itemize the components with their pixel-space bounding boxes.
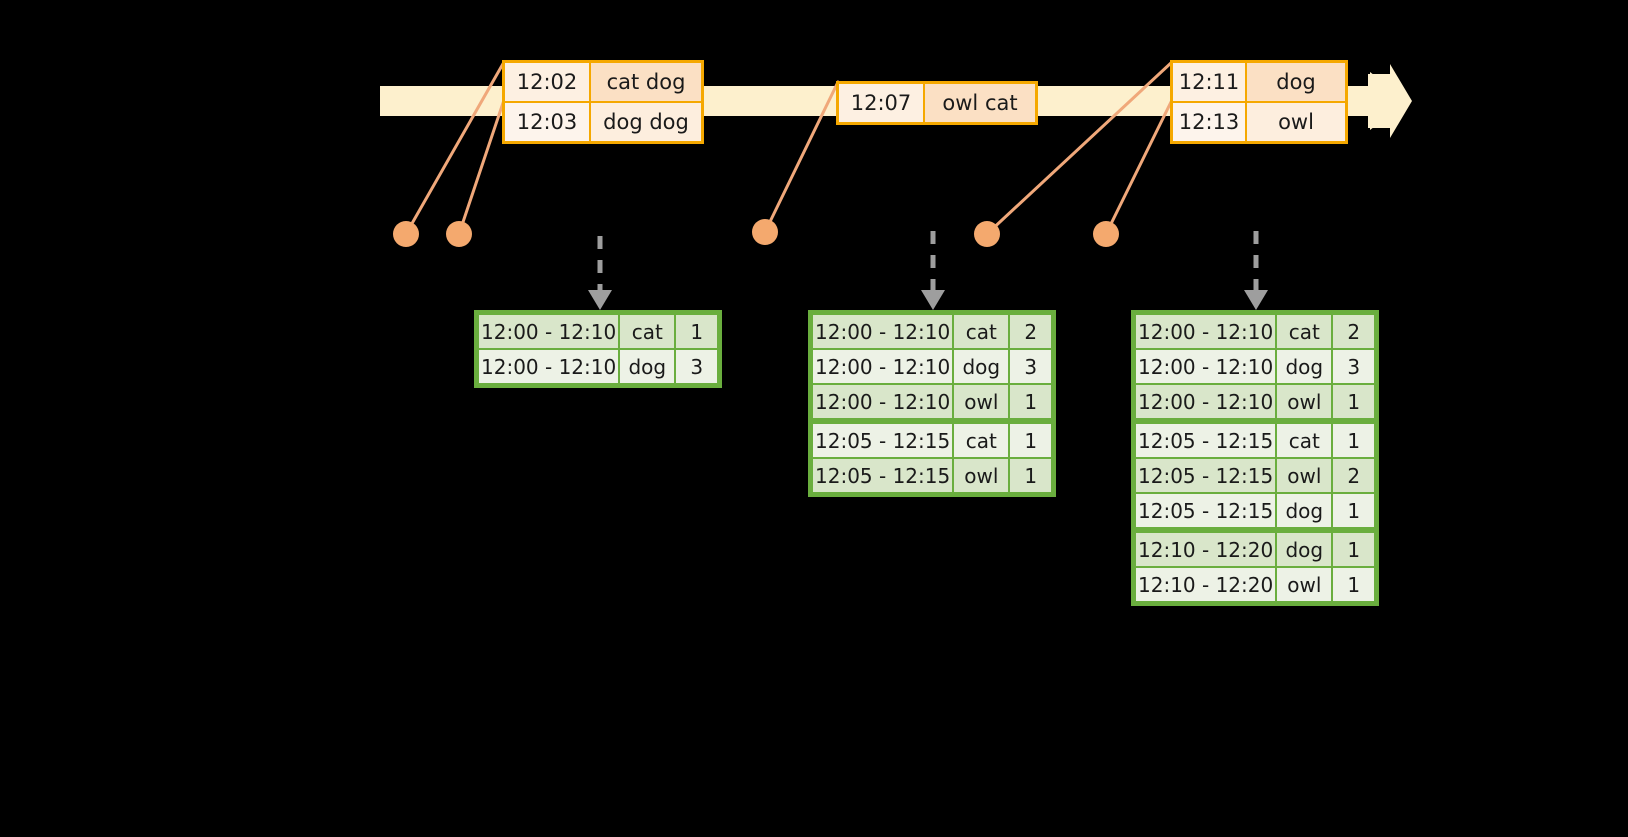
cell-word: owl bbox=[1276, 458, 1333, 493]
cell-word: dog bbox=[953, 349, 1010, 384]
emit-arrowhead-icon-3 bbox=[1244, 290, 1268, 310]
cell-word: cat bbox=[1276, 314, 1333, 349]
event-box-group-1: 12:02 cat dog 12:03 dog dog bbox=[502, 60, 704, 144]
cell-window: 12:00 - 12:10 bbox=[812, 349, 954, 384]
event-row: 12:13 owl bbox=[1173, 101, 1345, 141]
cell-word: owl bbox=[953, 384, 1010, 419]
cell-window: 12:10 - 12:20 bbox=[1135, 532, 1277, 567]
cell-count: 3 bbox=[1009, 349, 1052, 384]
connector-line-3 bbox=[763, 80, 840, 234]
cell-word: cat bbox=[1276, 423, 1333, 458]
event-value: owl cat bbox=[923, 84, 1035, 122]
cell-window: 12:00 - 12:10 bbox=[1135, 349, 1277, 384]
cell-word: cat bbox=[953, 423, 1010, 458]
connector-line-4 bbox=[985, 60, 1174, 236]
cell-window: 12:05 - 12:15 bbox=[1135, 423, 1277, 458]
event-time: 12:02 bbox=[505, 63, 589, 101]
cell-window: 12:05 - 12:15 bbox=[812, 423, 954, 458]
event-dot-2 bbox=[446, 221, 472, 247]
cell-window: 12:10 - 12:20 bbox=[1135, 567, 1277, 602]
event-value: dog bbox=[1245, 63, 1345, 101]
cell-window: 12:00 - 12:10 bbox=[1135, 314, 1277, 349]
cell-count: 1 bbox=[675, 314, 718, 349]
cell-count: 1 bbox=[1332, 423, 1375, 458]
emit-arrowheads bbox=[588, 290, 1268, 310]
cell-count: 1 bbox=[1009, 458, 1052, 493]
event-dot-5 bbox=[1093, 221, 1119, 247]
event-value: owl bbox=[1245, 103, 1345, 141]
cell-window: 12:00 - 12:10 bbox=[812, 384, 954, 419]
cell-window: 12:05 - 12:15 bbox=[1135, 458, 1277, 493]
cell-count: 1 bbox=[1009, 384, 1052, 419]
cell-window: 12:00 - 12:10 bbox=[478, 349, 620, 384]
cell-word: owl bbox=[953, 458, 1010, 493]
emit-arrowhead-icon-1 bbox=[588, 290, 612, 310]
connector-line-1 bbox=[404, 60, 506, 236]
event-connector-lines bbox=[404, 60, 1174, 236]
cell-window: 12:00 - 12:10 bbox=[1135, 384, 1277, 419]
event-dot-3 bbox=[752, 219, 778, 245]
cell-window: 12:05 - 12:15 bbox=[1135, 493, 1277, 528]
event-dot-4 bbox=[974, 221, 1000, 247]
cell-count: 3 bbox=[675, 349, 718, 384]
event-time: 12:11 bbox=[1173, 63, 1245, 101]
event-box-group-2: 12:07 owl cat bbox=[836, 81, 1038, 125]
timeline-arrowhead-shape bbox=[1368, 64, 1412, 138]
cell-word: dog bbox=[619, 349, 676, 384]
event-dot-1 bbox=[393, 221, 419, 247]
event-value: dog dog bbox=[589, 103, 701, 141]
cell-count: 1 bbox=[1332, 532, 1375, 567]
cell-count: 2 bbox=[1009, 314, 1052, 349]
cell-count: 1 bbox=[1009, 423, 1052, 458]
cell-word: dog bbox=[1276, 532, 1333, 567]
connector-line-2 bbox=[457, 98, 506, 236]
emit-arrowhead-icon-2 bbox=[921, 290, 945, 310]
cell-window: 12:05 - 12:15 bbox=[812, 458, 954, 493]
cell-count: 3 bbox=[1332, 349, 1375, 384]
event-row: 12:07 owl cat bbox=[839, 84, 1035, 122]
cell-window: 12:00 - 12:10 bbox=[478, 314, 620, 349]
cell-word: owl bbox=[1276, 384, 1333, 419]
cell-window: 12:00 - 12:10 bbox=[812, 314, 954, 349]
cell-count: 2 bbox=[1332, 314, 1375, 349]
cell-count: 1 bbox=[1332, 567, 1375, 602]
cell-word: owl bbox=[1276, 567, 1333, 602]
event-box-group-3: 12:11 dog 12:13 owl bbox=[1170, 60, 1348, 144]
event-time: 12:03 bbox=[505, 103, 589, 141]
cell-count: 1 bbox=[1332, 493, 1375, 528]
cell-word: dog bbox=[1276, 493, 1333, 528]
cell-count: 2 bbox=[1332, 458, 1375, 493]
connector-line-5 bbox=[1104, 98, 1174, 236]
event-row: 12:03 dog dog bbox=[505, 101, 701, 141]
emit-arrows bbox=[597, 231, 1259, 292]
event-dots bbox=[393, 219, 1119, 247]
cell-word: dog bbox=[1276, 349, 1333, 384]
cell-word: cat bbox=[619, 314, 676, 349]
cell-word: cat bbox=[953, 314, 1010, 349]
event-time: 12:13 bbox=[1173, 103, 1245, 141]
event-time: 12:07 bbox=[839, 84, 923, 122]
event-row: 12:11 dog bbox=[1173, 63, 1345, 101]
cell-count: 1 bbox=[1332, 384, 1375, 419]
event-value: cat dog bbox=[589, 63, 701, 101]
event-row: 12:02 cat dog bbox=[505, 63, 701, 101]
